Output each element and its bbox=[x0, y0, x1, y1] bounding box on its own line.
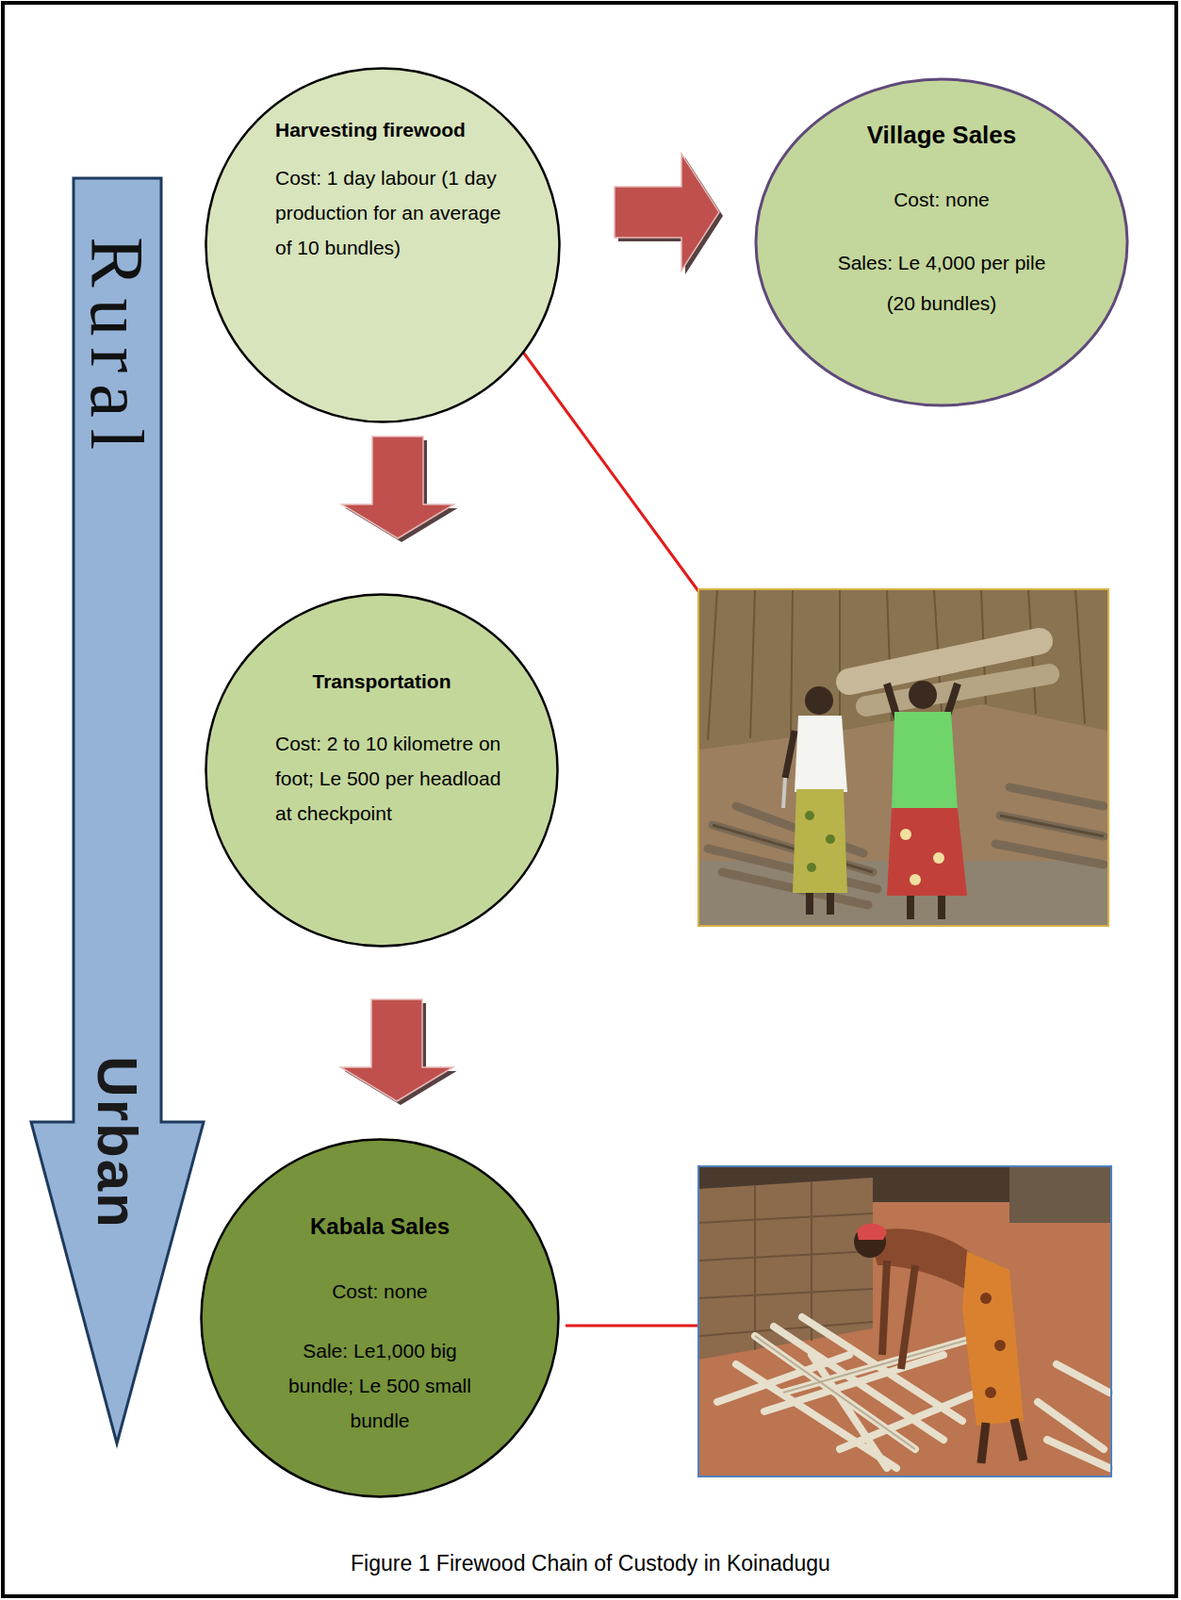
stage-cost: Cost: 1 day labour (1 day production for… bbox=[275, 160, 516, 265]
photo-stacking-wood-part bbox=[698, 1165, 1112, 1477]
stage-heading: Harvesting firewood bbox=[275, 113, 521, 148]
photo-carrying-wood-part bbox=[783, 777, 786, 808]
photo-carrying-wood-part bbox=[826, 892, 835, 915]
block-arrow-body bbox=[614, 153, 720, 271]
photo-stacking-wood-part-part bbox=[698, 1250, 873, 1261]
leader-line bbox=[519, 346, 699, 591]
node-outline-shape bbox=[755, 79, 1128, 406]
photo-carrying-wood-part bbox=[900, 828, 945, 886]
rural-label: Rural bbox=[79, 236, 155, 461]
photo-stacking-wood-part-part bbox=[994, 1339, 1006, 1351]
photo-carrying-wood-part bbox=[794, 715, 848, 792]
photo-carrying-wood-part-part bbox=[909, 873, 921, 886]
stage-cost: Cost: none bbox=[809, 183, 1074, 216]
photo-stacking-wood-part bbox=[882, 1260, 887, 1355]
stage-circle: TransportationCost: 2 to 10 kilometre on… bbox=[203, 591, 560, 949]
photo-stacking-wood-part-part bbox=[984, 1386, 997, 1398]
block-arrow-body bbox=[342, 436, 455, 539]
photo-stacking-wood-part-part bbox=[764, 1354, 944, 1411]
block-arrow-body bbox=[341, 999, 454, 1101]
node-outline-shape bbox=[206, 68, 560, 423]
photo-stacking-wood bbox=[698, 1165, 1112, 1477]
photo-carrying-wood bbox=[698, 589, 1109, 926]
photo-stacking-wood-part bbox=[981, 1422, 986, 1463]
stage-heading: Village Sales bbox=[809, 118, 1074, 151]
photo-carrying-wood-part-part bbox=[1000, 815, 1104, 837]
photo-carrying-wood-part bbox=[908, 680, 937, 709]
photo-carrying-wood-part-part bbox=[707, 848, 878, 889]
photo-carrying-wood-part bbox=[886, 807, 968, 896]
stage-sales: Sale: Le1,000 big bundle; Le 500 small b… bbox=[271, 1332, 489, 1438]
photo-stacking-wood-part bbox=[698, 1165, 1112, 1477]
photo-stacking-wood-part-part bbox=[810, 1181, 813, 1341]
photo-stacking-wood-part bbox=[901, 1264, 916, 1369]
sales-circle: Kabala SalesCost: noneSale: Le1,000 big … bbox=[198, 1136, 561, 1499]
photo-carrying-wood-part-part bbox=[933, 852, 945, 864]
stage-heading: Transportation bbox=[260, 664, 504, 699]
block-arrow bbox=[614, 153, 723, 275]
leader-line bbox=[565, 1324, 699, 1328]
node-outline bbox=[198, 1136, 561, 1499]
photo-carrying-wood-part-part bbox=[825, 834, 836, 844]
photo-stacking-wood-part-part bbox=[1047, 1439, 1110, 1468]
photo-carrying-wood-part bbox=[937, 895, 946, 919]
photo-carrying-wood-part bbox=[792, 788, 848, 893]
photo-stacking-wood-part bbox=[698, 1181, 873, 1350]
photo-stacking-wood-part bbox=[754, 1335, 982, 1449]
photo-stacking-wood-part bbox=[962, 1250, 1024, 1426]
photo-carrying-wood-part bbox=[785, 730, 795, 778]
node-outline-shape bbox=[31, 178, 204, 1444]
photo-carrying-wood-part-part bbox=[804, 810, 815, 821]
photo-carrying-wood-part bbox=[891, 711, 958, 811]
photo-carrying-wood-part-part bbox=[707, 589, 718, 740]
photo-carrying-wood-part bbox=[698, 589, 1109, 926]
photo-stacking-wood-part-part bbox=[754, 1184, 756, 1350]
urban-label: Urban bbox=[88, 1055, 146, 1229]
photo-carrying-wood-part-part bbox=[838, 589, 841, 731]
photo-carrying-wood-part bbox=[906, 895, 915, 919]
block-arrow bbox=[341, 999, 458, 1105]
photo-stacking-wood-part bbox=[856, 1223, 887, 1240]
photo-stacking-wood-part-part bbox=[1056, 1363, 1110, 1393]
photo-carrying-wood-part-part bbox=[750, 589, 755, 739]
stage-circle: Harvesting firewoodCost: 1 day labour (1… bbox=[203, 65, 562, 425]
photo-carrying-wood-part-part bbox=[790, 589, 793, 736]
stage-cost: Cost: none bbox=[257, 1274, 503, 1309]
photo-carrying-wood-part-part bbox=[1075, 589, 1085, 724]
photo-stacking-wood-part-part bbox=[698, 1288, 873, 1298]
block-arrow bbox=[342, 436, 459, 542]
photo-carrying-wood-part-part bbox=[900, 828, 912, 840]
photo-stacking-wood-part-part bbox=[698, 1213, 873, 1223]
photo-carrying-wood-part-part bbox=[995, 843, 1104, 865]
photo-stacking-wood-part bbox=[1014, 1418, 1024, 1460]
stage-sales: Sales: Le 4,000 per pile (20 bundles) bbox=[833, 242, 1050, 324]
photo-stacking-wood-part-part bbox=[980, 1292, 992, 1304]
photo-carrying-wood-part bbox=[698, 589, 1109, 926]
photo-carrying-wood-part bbox=[805, 892, 814, 915]
photo-carrying-wood-part-part bbox=[712, 824, 873, 872]
figure-caption: Figure 1 Firewood Chain of Custody in Ko… bbox=[0, 1549, 1181, 1576]
photo-carrying-wood-part bbox=[804, 686, 834, 715]
node-outline-shape bbox=[201, 1139, 559, 1497]
photo-stacking-wood-part bbox=[717, 1316, 1110, 1468]
photo-carrying-wood-part-part bbox=[1000, 815, 1104, 837]
rural-urban-arrow: RuralUrban bbox=[28, 176, 208, 1447]
stage-heading: Kabala Sales bbox=[257, 1209, 503, 1244]
photo-carrying-wood-part bbox=[804, 810, 836, 872]
photo-stacking-wood-part-part bbox=[754, 1335, 916, 1449]
photo-stacking-wood-part-part bbox=[811, 1354, 887, 1468]
photo-stacking-wood-part bbox=[1009, 1165, 1112, 1223]
photo-stacking-wood-part bbox=[980, 1292, 1006, 1398]
photo-carrying-wood-part-part bbox=[1009, 787, 1104, 806]
node-outline-shape bbox=[206, 594, 558, 947]
sales-ellipse: Village SalesCost: noneSales: Le 4,000 p… bbox=[753, 76, 1131, 409]
photo-carrying-wood-part-part bbox=[806, 862, 817, 872]
stage-cost: Cost: 2 to 10 kilometre on foot; Le 500 … bbox=[275, 725, 516, 831]
